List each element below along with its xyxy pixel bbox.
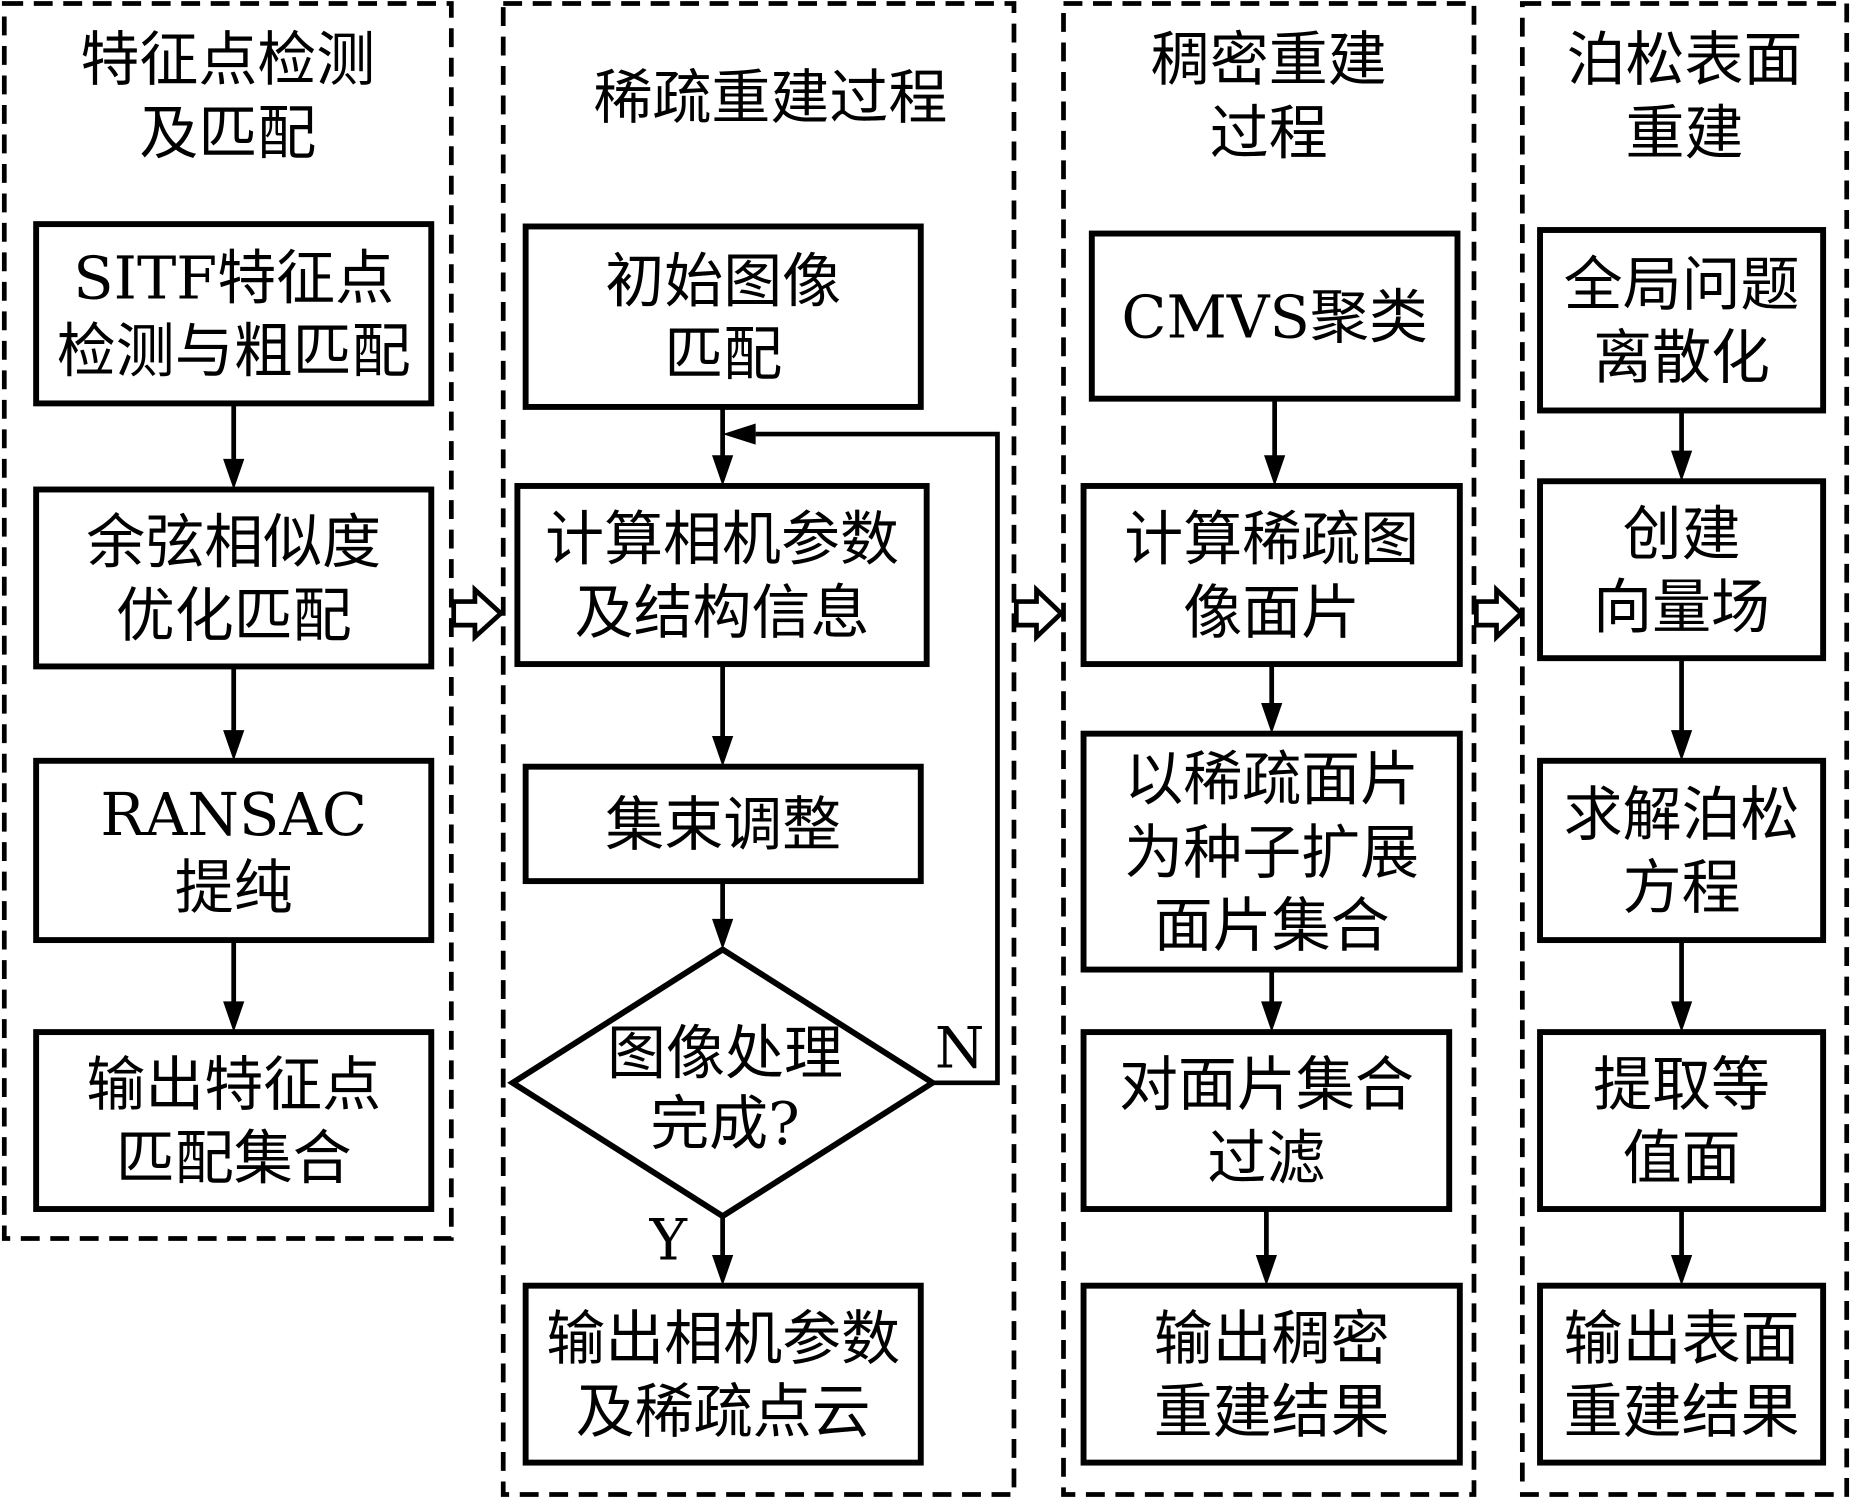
process-box-label: 余弦相似度 — [86, 508, 381, 577]
stage-transition-arrow-icon — [1473, 584, 1525, 643]
panel-dense-reconstruction-title: 稠密重建 — [1151, 25, 1387, 94]
process-box — [1080, 483, 1463, 668]
no-label: N — [935, 1015, 985, 1081]
process-box-label: 值面 — [1623, 1123, 1741, 1192]
process-box-label: 求解泊松 — [1564, 780, 1800, 849]
process-box-label: 输出特征点 — [86, 1050, 381, 1119]
arrowhead-icon — [223, 730, 245, 761]
process-box-label: 重建结果 — [1154, 1377, 1390, 1446]
process-box — [1080, 1029, 1453, 1212]
process-box-label: 以稀疏面片 — [1124, 745, 1419, 814]
process-box — [514, 483, 930, 668]
process-box-label: 初始图像 — [605, 246, 841, 315]
stage-transition-arrow-icon — [451, 584, 505, 643]
process-box — [1080, 1282, 1463, 1466]
panel-feature-detection-title: 特征点检测 — [80, 25, 375, 94]
process-box-label: 向量场 — [1593, 573, 1770, 642]
process-box-label: 为种子扩展 — [1124, 818, 1419, 887]
panel-poisson-reconstruction-title: 泊松表面 — [1567, 25, 1803, 94]
arrowhead-icon — [712, 455, 734, 486]
process-box — [33, 221, 435, 407]
process-box-label: 检测与粗匹配 — [57, 317, 411, 386]
process-box-label: 全局问题 — [1564, 250, 1800, 319]
arrowhead-icon — [1261, 1001, 1283, 1033]
panel-poisson-reconstruction — [1519, 1, 1850, 1497]
process-box — [1537, 227, 1827, 414]
panel-feature-detection-title: 及匹配 — [139, 98, 316, 167]
process-box-label: 提取等 — [1593, 1050, 1770, 1119]
process-box-label: 方程 — [1623, 853, 1741, 922]
process-box-label: 集束调整 — [605, 790, 841, 859]
process-box-label: 像面片 — [1183, 578, 1360, 647]
decision-label: 图像处理 — [607, 1018, 843, 1087]
process-box-label: 提纯 — [175, 853, 293, 922]
arrowhead-icon — [223, 1001, 245, 1033]
process-box-label: 及稀疏点云 — [576, 1377, 871, 1446]
arrowhead-icon — [712, 918, 734, 950]
process-box — [33, 1029, 435, 1212]
process-box-label: 离散化 — [1593, 323, 1770, 392]
panel-dense-reconstruction-title: 过程 — [1210, 98, 1328, 167]
arrowhead-icon — [223, 458, 245, 490]
stage-transition-arrow-icon — [1013, 584, 1065, 643]
process-box-label: 计算稀疏图 — [1124, 505, 1419, 574]
process-box-label: SITF特征点 — [73, 243, 394, 312]
process-box-label: CMVS聚类 — [1121, 282, 1427, 351]
arrowhead-icon — [1261, 702, 1283, 734]
yes-label: Y — [649, 1208, 688, 1274]
arrowhead-icon — [1255, 1255, 1277, 1286]
panel-sparse-reconstruction — [500, 1, 1017, 1497]
arrowhead-icon — [712, 1255, 734, 1286]
process-box-label: 创建 — [1623, 499, 1741, 568]
process-box-label: 优化匹配 — [116, 581, 352, 650]
process-box-label: 对面片集合 — [1119, 1050, 1414, 1119]
process-box — [1537, 1282, 1827, 1466]
process-box — [1537, 478, 1827, 662]
process-box-label: 面片集合 — [1154, 891, 1390, 960]
arrowhead-icon — [1670, 1255, 1693, 1286]
process-box-label: 匹配 — [664, 320, 782, 389]
process-box — [522, 763, 924, 885]
arrowhead-icon — [722, 423, 756, 445]
arrowhead-icon — [1670, 1001, 1693, 1033]
arrowhead-icon — [1670, 730, 1693, 761]
process-box-label: 及结构信息 — [575, 578, 870, 647]
decision-label: 完成? — [650, 1089, 800, 1158]
panel-sparse-reconstruction-title: 稀疏重建过程 — [593, 63, 947, 132]
process-box-label: 过滤 — [1207, 1123, 1325, 1192]
process-box-label: 输出表面 — [1564, 1304, 1800, 1373]
arrowhead-icon — [712, 736, 734, 767]
panel-dense-reconstruction — [1061, 1, 1477, 1497]
process-box-label: RANSAC — [100, 780, 367, 849]
process-box — [522, 1282, 924, 1466]
process-box — [1080, 730, 1463, 973]
process-box — [1537, 757, 1827, 944]
process-box-label: 匹配集合 — [116, 1123, 352, 1192]
loop-back-connector — [755, 431, 1000, 1086]
process-box-label: 输出相机参数 — [546, 1304, 900, 1373]
arrowhead-icon — [1670, 450, 1693, 482]
process-box — [522, 223, 924, 410]
panel-poisson-reconstruction-title: 重建 — [1626, 98, 1744, 167]
process-box-label: 重建结果 — [1564, 1377, 1800, 1446]
process-box-label: 输出稠密 — [1154, 1304, 1390, 1373]
arrowhead-icon — [1264, 455, 1286, 486]
process-box — [1537, 1029, 1827, 1212]
process-box-label: 计算相机参数 — [545, 505, 899, 574]
